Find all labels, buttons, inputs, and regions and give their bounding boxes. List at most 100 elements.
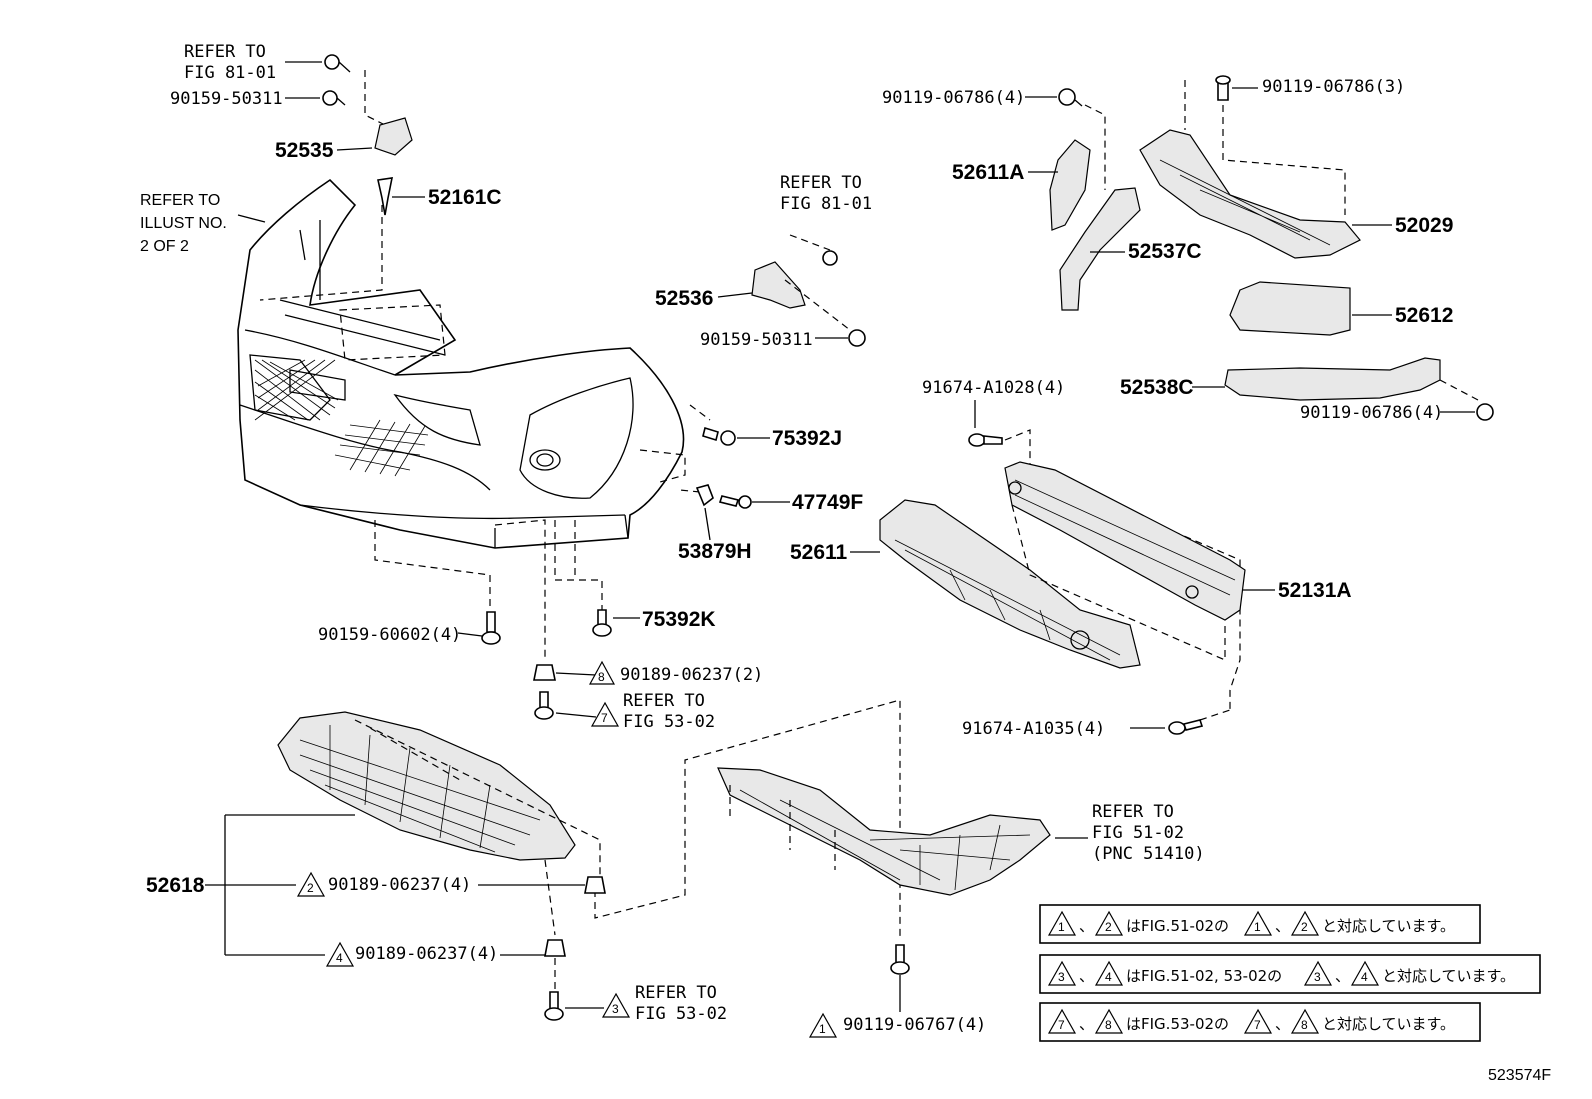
label-53879H: 53879H bbox=[678, 540, 752, 563]
label-90119-06786-4-bot: 90119-06786(4) bbox=[1300, 403, 1443, 423]
triangle-1-a-num: 1 bbox=[819, 1022, 826, 1036]
label-52029: 52029 bbox=[1395, 214, 1453, 237]
label-90159-50311-top: 90159-50311 bbox=[170, 89, 283, 109]
label-47749F: 47749F bbox=[792, 491, 863, 514]
triangle-2-a-num: 2 bbox=[307, 881, 314, 895]
bolt-90119-06786-3 bbox=[1215, 75, 1231, 101]
triangle-2-a bbox=[296, 871, 326, 897]
svg-text:4: 4 bbox=[1105, 970, 1112, 984]
bolt-90159-60602 bbox=[481, 611, 501, 645]
bolt-90159-50311-mid bbox=[848, 329, 866, 347]
bracket-52535 bbox=[374, 117, 413, 156]
clip-90189-06237-4a bbox=[584, 876, 606, 894]
label-90159-50311-mid: 90159-50311 bbox=[700, 330, 813, 350]
bracket-52029 bbox=[1139, 129, 1361, 259]
svg-text:はFIG.51-02, 53-02の: はFIG.51-02, 53-02の bbox=[1126, 967, 1282, 985]
svg-text:REFER TO: REFER TO bbox=[623, 691, 705, 711]
triangle-1-a bbox=[808, 1012, 838, 1038]
svg-text:REFER TO: REFER TO bbox=[1092, 802, 1174, 822]
bolt-90119-06786-4-top bbox=[1058, 88, 1083, 107]
clip-53879H bbox=[695, 484, 714, 507]
svg-text:、: 、 bbox=[1079, 967, 1094, 985]
svg-text:1: 1 bbox=[1254, 920, 1261, 934]
svg-text:FIG 81-01: FIG 81-01 bbox=[780, 194, 872, 214]
triangle-4-a-num: 4 bbox=[336, 951, 343, 965]
svg-text:はFIG.51-02の: はFIG.51-02の bbox=[1126, 917, 1229, 935]
triangle-8-a bbox=[588, 660, 616, 685]
bolt-top-refer bbox=[324, 54, 351, 73]
bracket-52611A bbox=[1049, 139, 1091, 231]
bracket-52538C bbox=[1224, 357, 1441, 401]
label-52536: 52536 bbox=[655, 287, 713, 310]
absorber-52611 bbox=[879, 499, 1141, 669]
label-90159-60602: 90159-60602(4) bbox=[318, 625, 461, 645]
clip-90189-06237-2 bbox=[533, 664, 556, 681]
svg-text:、: 、 bbox=[1335, 967, 1350, 985]
screw-refer-53-02-b bbox=[544, 991, 564, 1021]
label-52535: 52535 bbox=[275, 139, 334, 162]
svg-text:FIG 53-02: FIG 53-02 bbox=[635, 1004, 727, 1024]
bracket-52612 bbox=[1229, 281, 1351, 336]
svg-text:、: 、 bbox=[1079, 1015, 1094, 1033]
triangle-3-a-num: 3 bbox=[612, 1002, 619, 1016]
triangle-7-a bbox=[590, 701, 620, 727]
label-52161C: 52161C bbox=[428, 186, 502, 209]
refer-fig-81-01-top-label: REFER TO FIG 81-01 bbox=[184, 42, 276, 83]
refer-fig-81-01-mid-label: REFER TO FIG 81-01 bbox=[780, 173, 872, 214]
note-box-2: 3 、 4 はFIG.51-02, 53-02の 3 、 4 と対応しています。 bbox=[1039, 954, 1541, 994]
label-52612: 52612 bbox=[1395, 304, 1453, 327]
label-91674-A1035: 91674-A1035(4) bbox=[962, 719, 1105, 739]
svg-text:と対応しています。: と対応しています。 bbox=[1322, 1015, 1455, 1033]
triangle-4-a bbox=[325, 941, 355, 967]
engine-undercover-drawing bbox=[717, 767, 1051, 896]
svg-text:REFER TO: REFER TO bbox=[780, 173, 862, 193]
bumper-dashed-leaders bbox=[259, 70, 711, 660]
svg-text:REFER TO: REFER TO bbox=[184, 42, 266, 62]
svg-text:と対応しています。: と対応しています。 bbox=[1382, 967, 1515, 985]
svg-text:REFER TO: REFER TO bbox=[140, 192, 220, 209]
label-90119-06786-4-top: 90119-06786(4) bbox=[882, 88, 1025, 108]
svg-text:4: 4 bbox=[1361, 970, 1368, 984]
label-52611A: 52611A bbox=[952, 161, 1024, 184]
refer-illust-label: REFER TO ILLUST NO. 2 OF 2 bbox=[140, 192, 227, 255]
screw-75392J bbox=[702, 426, 736, 446]
svg-text:と対応しています。: と対応しています。 bbox=[1322, 917, 1455, 935]
svg-text:、: 、 bbox=[1275, 917, 1290, 935]
label-75392J: 75392J bbox=[772, 427, 842, 450]
screw-90119-06767 bbox=[890, 944, 910, 975]
note-box-3: 7 、 8 はFIG.53-02の 7 、 8 と対応しています。 bbox=[1039, 1002, 1481, 1042]
refer-fig-51-02-label: REFER TO FIG 51-02 (PNC 51410) bbox=[1092, 802, 1205, 864]
label-90119-06786-3: 90119-06786(3) bbox=[1262, 77, 1405, 97]
label-52611: 52611 bbox=[790, 541, 848, 564]
refer-fig-53-02-a-label: REFER TO FIG 53-02 bbox=[623, 691, 715, 732]
svg-text:2: 2 bbox=[1301, 920, 1308, 934]
triangle-8-a-num: 8 bbox=[598, 670, 605, 684]
bolt-91674-A1028 bbox=[968, 433, 1003, 447]
label-90119-06767: 90119-06767(4) bbox=[843, 1015, 986, 1035]
label-90189-06237-2: 90189-06237(2) bbox=[620, 665, 763, 685]
undercover-52618-drawing bbox=[277, 711, 576, 861]
label-90189-06237-4b: 90189-06237(4) bbox=[355, 944, 498, 964]
svg-text:7: 7 bbox=[1058, 1018, 1065, 1032]
label-52537C: 52537C bbox=[1128, 240, 1202, 263]
svg-text:FIG 53-02: FIG 53-02 bbox=[623, 712, 715, 732]
reinforcement-52131A bbox=[1004, 461, 1246, 621]
label-91674-A1028: 91674-A1028(4) bbox=[922, 378, 1065, 398]
grille-mesh-left bbox=[254, 359, 339, 421]
svg-text:、: 、 bbox=[1079, 917, 1094, 935]
bolt-91674-A1035 bbox=[1168, 719, 1204, 735]
svg-text:FIG 81-01: FIG 81-01 bbox=[184, 63, 276, 83]
bracket-52537C bbox=[1059, 187, 1141, 311]
label-90189-06237-4a: 90189-06237(4) bbox=[328, 875, 471, 895]
label-75392K: 75392K bbox=[642, 608, 716, 631]
svg-text:3: 3 bbox=[1058, 970, 1065, 984]
screw-47749F bbox=[718, 495, 752, 509]
refer-fig-53-02-b-label: REFER TO FIG 53-02 bbox=[635, 983, 727, 1024]
svg-text:FIG 51-02: FIG 51-02 bbox=[1092, 823, 1184, 843]
svg-text:2 OF 2: 2 OF 2 bbox=[140, 238, 189, 255]
svg-text:REFER TO: REFER TO bbox=[635, 983, 717, 1003]
figure-id: 523574F bbox=[1488, 1067, 1551, 1084]
svg-text:ILLUST NO.: ILLUST NO. bbox=[140, 215, 227, 232]
screw-refer-53-02-a bbox=[534, 691, 554, 720]
